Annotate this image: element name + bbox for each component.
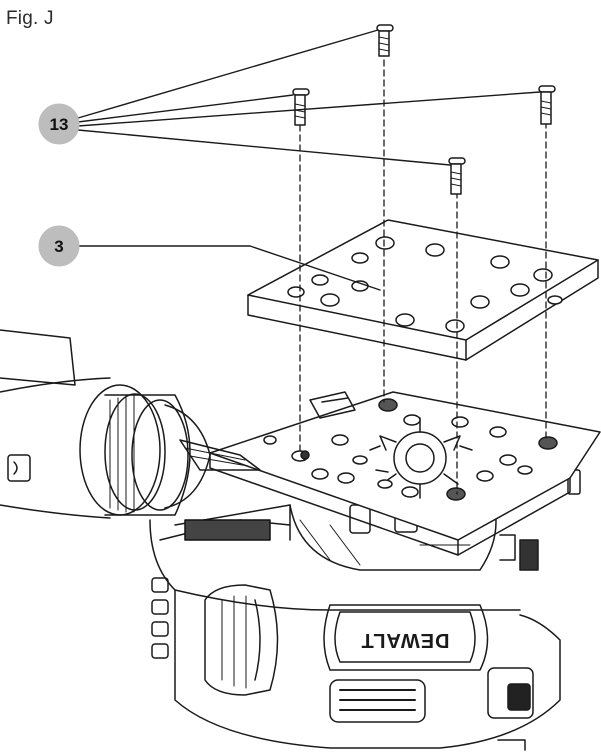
callout-13: 13 [38,103,80,145]
callout-13-label: 13 [50,115,69,134]
figure-title: Fig. J [6,8,54,29]
brand-logo: DEWALT [361,629,450,651]
callout-3-label: 3 [54,237,63,256]
sanding-pad [247,219,599,361]
screw-1 [376,24,394,57]
screw-4 [448,157,466,195]
alignment-lines [299,49,547,495]
screws [292,24,556,195]
base-platen [179,391,601,556]
callout-leaders [77,29,541,291]
callout-3: 3 [38,225,80,267]
screw-3 [538,85,556,125]
screw-2 [292,88,310,126]
sander-body [0,329,581,751]
